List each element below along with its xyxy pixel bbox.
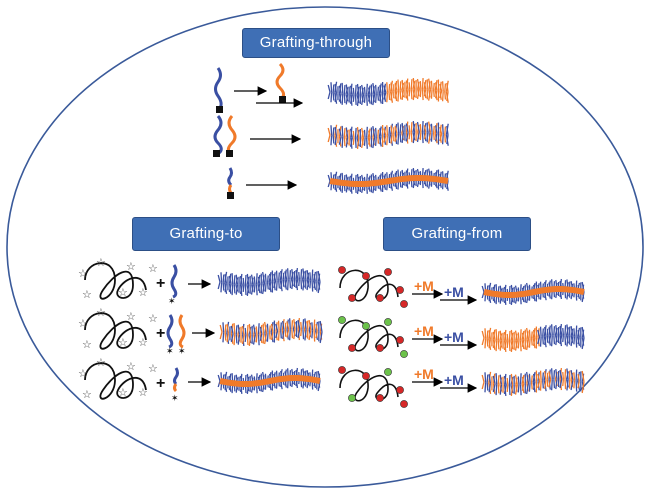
gfrom-initiator-dots xyxy=(338,266,408,408)
svg-text:☆: ☆ xyxy=(126,361,136,373)
svg-text:☆: ☆ xyxy=(96,307,106,319)
gfrom-arrows xyxy=(412,289,478,393)
gfrom-product-core-shell xyxy=(481,278,585,306)
svg-text:✶: ✶ xyxy=(171,393,179,403)
gfrom-row2-monomer-blue: +M xyxy=(444,329,464,345)
gto-backbone-3: ☆ ☆ ☆ ☆ ☆ ☆ ☆ xyxy=(78,357,158,401)
svg-text:☆: ☆ xyxy=(82,389,92,401)
svg-text:☆: ☆ xyxy=(96,357,106,369)
gto-product-blue xyxy=(217,267,321,296)
svg-text:✶: ✶ xyxy=(166,346,174,356)
svg-text:+: + xyxy=(156,325,165,342)
label-grafting-from: Grafting-from xyxy=(383,217,531,251)
svg-text:☆: ☆ xyxy=(148,263,158,275)
gto-backbone-2: ☆ ☆ ☆ ☆ ☆ ☆ ☆ xyxy=(78,307,158,351)
svg-text:+: + xyxy=(156,275,165,292)
gt-row2-macromonomers xyxy=(213,115,237,157)
gfrom-row2-monomer-orange: +M xyxy=(414,323,434,339)
gt-row3-macromonomer xyxy=(227,167,234,199)
svg-text:+: + xyxy=(156,375,165,392)
svg-text:☆: ☆ xyxy=(82,339,92,351)
svg-text:☆: ☆ xyxy=(118,287,128,299)
gto-product-random xyxy=(219,317,323,346)
svg-text:☆: ☆ xyxy=(138,337,148,349)
label-grafting-through: Grafting-through xyxy=(242,28,390,58)
gt-row1-macromonomers xyxy=(214,62,286,113)
svg-text:☆: ☆ xyxy=(78,268,88,280)
outer-ellipse xyxy=(6,6,644,488)
gt-product-core-shell xyxy=(327,167,449,195)
svg-text:☆: ☆ xyxy=(78,368,88,380)
svg-text:✶: ✶ xyxy=(168,296,176,306)
bottlebrush-products xyxy=(217,77,585,396)
svg-text:☆: ☆ xyxy=(148,313,158,325)
gto-arrows xyxy=(188,279,216,387)
gt-product-random xyxy=(327,120,449,150)
svg-text:☆: ☆ xyxy=(126,311,136,323)
svg-text:☆: ☆ xyxy=(148,363,158,375)
gfrom-product-random xyxy=(481,367,585,396)
svg-text:☆: ☆ xyxy=(138,287,148,299)
gto-backbone-1: ☆ ☆ ☆ ☆ ☆ ☆ ☆ xyxy=(78,257,158,301)
label-grafting-to: Grafting-to xyxy=(132,217,280,251)
gto-plus-signs: + + + xyxy=(156,275,165,392)
svg-text:☆: ☆ xyxy=(118,337,128,349)
svg-text:☆: ☆ xyxy=(96,257,106,269)
svg-text:☆: ☆ xyxy=(138,387,148,399)
gfrom-product-diblock xyxy=(481,323,585,352)
svg-text:☆: ☆ xyxy=(78,318,88,330)
gfrom-row3-monomer-orange: +M xyxy=(414,366,434,382)
svg-text:✶: ✶ xyxy=(178,346,186,356)
gfrom-row1-monomer-blue: +M xyxy=(444,284,464,300)
gto-graft-chains: ✶ ✶ ✶ ✶ xyxy=(166,264,186,403)
gto-product-core-shell xyxy=(217,367,321,395)
gt-product-diblock xyxy=(327,77,449,107)
gfrom-row3-monomer-blue: +M xyxy=(444,372,464,388)
svg-text:☆: ☆ xyxy=(82,289,92,301)
gfrom-row1-monomer-orange: +M xyxy=(414,278,434,294)
svg-text:☆: ☆ xyxy=(126,261,136,273)
svg-text:☆: ☆ xyxy=(118,387,128,399)
